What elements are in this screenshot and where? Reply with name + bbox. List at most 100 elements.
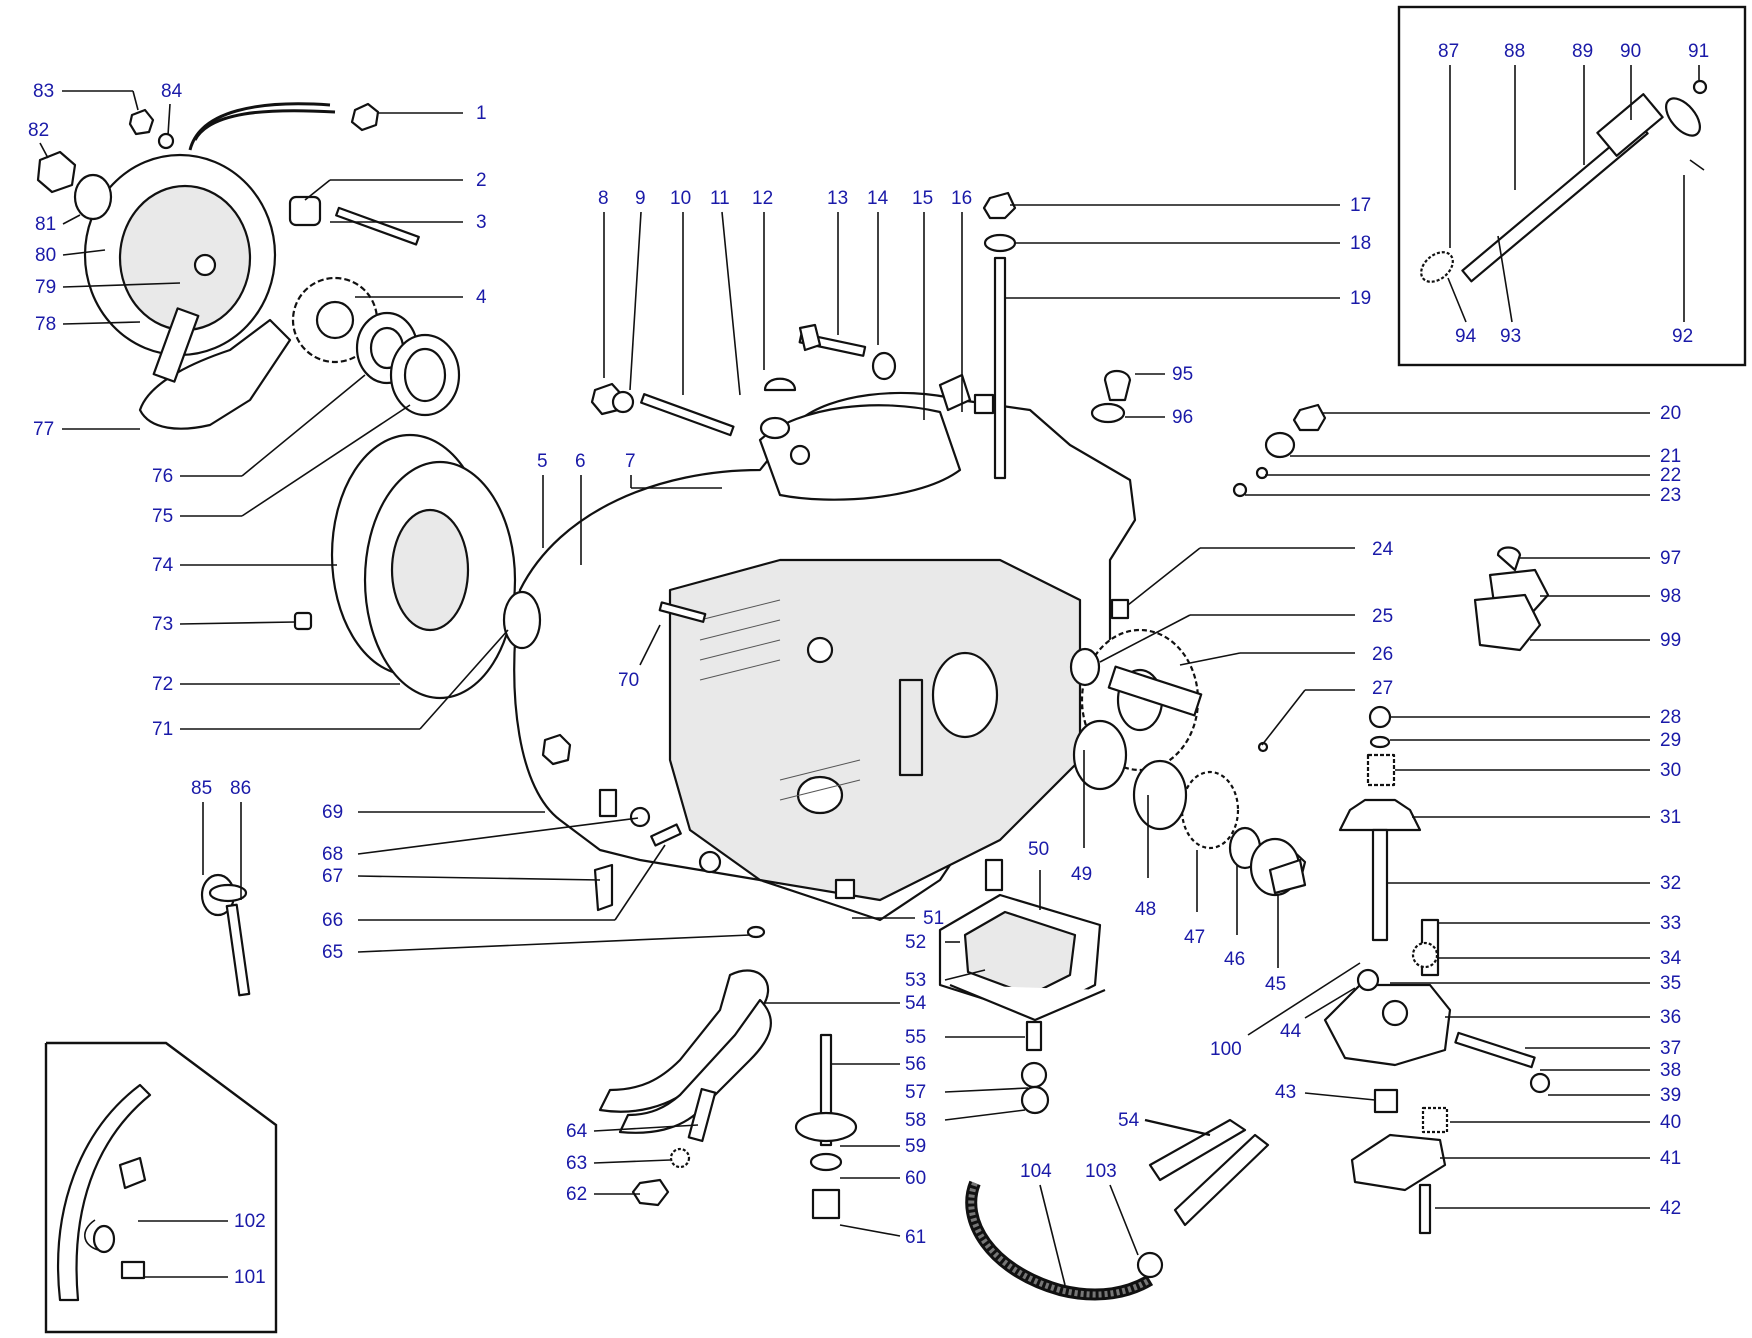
label-80: 80	[35, 245, 56, 266]
inset-frame-top-right	[1397, 5, 1747, 367]
label-103: 103	[1085, 1161, 1117, 1182]
label-22: 22	[1660, 465, 1681, 486]
label-72: 72	[152, 674, 173, 695]
stator-plate	[83, 102, 336, 357]
oil-pump-assembly	[1249, 705, 1551, 1235]
label-83: 83	[33, 81, 54, 102]
label-38: 38	[1660, 1060, 1681, 1081]
label-67: 67	[322, 866, 343, 887]
label-58: 58	[905, 1110, 926, 1131]
sump-plate-and-filter	[834, 858, 1106, 1115]
inset-housing-detail	[57, 1083, 152, 1302]
label-43: 43	[1275, 1082, 1296, 1103]
label-3: 3	[476, 212, 487, 233]
small-fasteners	[36, 102, 1550, 939]
label-39: 39	[1660, 1085, 1681, 1106]
label-100: 100	[1210, 1039, 1242, 1060]
label-97: 97	[1660, 548, 1681, 569]
label-33: 33	[1660, 913, 1681, 934]
label-12: 12	[752, 188, 773, 209]
kickstart-crank	[138, 307, 292, 430]
label-69: 69	[322, 802, 343, 823]
label-5: 5	[537, 451, 548, 472]
label-1: 1	[476, 103, 487, 124]
label-88: 88	[1504, 41, 1525, 62]
label-15: 15	[912, 188, 933, 209]
label-2: 2	[476, 170, 487, 191]
label-47: 47	[1184, 927, 1205, 948]
label-6: 6	[575, 451, 586, 472]
label-18: 18	[1350, 233, 1371, 254]
label-99: 99	[1660, 630, 1681, 651]
label-35: 35	[1660, 973, 1681, 994]
rubber-hose-and-clip	[965, 1180, 1164, 1301]
label-94: 94	[1455, 326, 1477, 347]
label-23: 23	[1660, 485, 1681, 506]
label-76: 76	[152, 466, 173, 487]
label-51: 51	[923, 908, 944, 929]
label-52: 52	[905, 932, 926, 953]
label-10: 10	[670, 188, 691, 209]
label-28: 28	[1660, 707, 1681, 728]
label-59: 59	[905, 1136, 926, 1157]
label-95: 95	[1172, 364, 1193, 385]
label-90: 90	[1620, 41, 1641, 62]
label-19: 19	[1350, 288, 1371, 309]
label-20: 20	[1660, 403, 1681, 424]
sprocket-and-seals	[291, 276, 461, 417]
label-11: 11	[710, 188, 730, 209]
label-79: 79	[35, 277, 56, 298]
label-74: 74	[152, 555, 174, 576]
label-31: 31	[1660, 807, 1681, 828]
label-16: 16	[951, 188, 972, 209]
label-64: 64	[566, 1121, 588, 1142]
label-9: 9	[635, 188, 646, 209]
label-102: 102	[234, 1211, 266, 1232]
label-61: 61	[905, 1227, 926, 1248]
label-32: 32	[1660, 873, 1681, 894]
label-78: 78	[35, 314, 56, 335]
label-45: 45	[1265, 974, 1286, 995]
label-53: 53	[905, 970, 926, 991]
dipstick	[200, 873, 251, 997]
label-84: 84	[161, 81, 183, 102]
label-13: 13	[827, 188, 848, 209]
label-65: 65	[322, 942, 343, 963]
label-85: 85	[191, 778, 212, 799]
label-93: 93	[1500, 326, 1521, 347]
label-77: 77	[33, 419, 54, 440]
label-96: 96	[1172, 407, 1193, 428]
label-60: 60	[905, 1168, 926, 1189]
label-8: 8	[598, 188, 609, 209]
label-50: 50	[1028, 839, 1049, 860]
label-36: 36	[1660, 1007, 1681, 1028]
oil-pipes	[598, 969, 1270, 1227]
label-101: 101	[234, 1267, 266, 1288]
label-24: 24	[1372, 539, 1394, 560]
crankcase	[513, 391, 1137, 922]
label-63: 63	[566, 1153, 587, 1174]
label-29: 29	[1660, 730, 1681, 751]
callout-labels: 1 2 3 4 8 9 10 11 12 13 14 15 16 17 18 1…	[28, 41, 1709, 1288]
inset-frame-bottom-left	[44, 1041, 278, 1334]
label-70: 70	[618, 670, 639, 691]
label-25: 25	[1372, 606, 1393, 627]
label-68: 68	[322, 844, 343, 865]
label-4: 4	[476, 287, 487, 308]
label-27: 27	[1372, 678, 1393, 699]
label-73: 73	[152, 614, 173, 635]
label-57: 57	[905, 1082, 926, 1103]
label-62: 62	[566, 1184, 587, 1205]
label-7: 7	[625, 451, 636, 472]
label-17: 17	[1350, 195, 1371, 216]
label-87: 87	[1438, 41, 1459, 62]
label-49: 49	[1071, 864, 1092, 885]
label-89: 89	[1572, 41, 1593, 62]
label-104: 104	[1020, 1161, 1052, 1182]
inset-countershaft	[1420, 79, 1708, 283]
label-92: 92	[1672, 326, 1693, 347]
label-44: 44	[1280, 1021, 1302, 1042]
label-40: 40	[1660, 1112, 1681, 1133]
label-91: 91	[1688, 41, 1709, 62]
